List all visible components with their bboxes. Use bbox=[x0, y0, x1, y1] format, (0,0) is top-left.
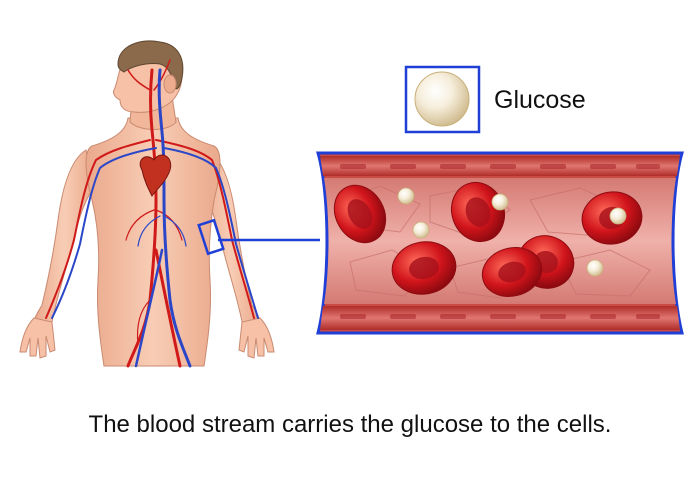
forearm-highlight-box bbox=[197, 218, 225, 256]
blood-vessel-cross-section bbox=[316, 151, 684, 335]
left-arm bbox=[33, 149, 95, 323]
glucose-particle bbox=[397, 187, 415, 205]
red-blood-cell bbox=[333, 184, 387, 244]
torso bbox=[85, 117, 221, 367]
legend bbox=[404, 65, 481, 134]
glucose-particle bbox=[609, 207, 627, 225]
glucose-particles bbox=[397, 187, 627, 277]
glucose-particle bbox=[586, 259, 604, 277]
human-figure bbox=[19, 40, 275, 368]
right-hand bbox=[238, 317, 275, 359]
red-blood-cell bbox=[451, 181, 505, 243]
red-blood-cell bbox=[391, 241, 457, 295]
red-blood-cell bbox=[481, 247, 543, 297]
heart bbox=[139, 154, 172, 197]
glucose-particle bbox=[491, 193, 509, 211]
glucose-particle bbox=[412, 221, 430, 239]
diagram-caption: The blood stream carries the glucose to … bbox=[88, 411, 612, 438]
veins bbox=[51, 68, 259, 368]
vessel-wall-texture bbox=[340, 164, 660, 319]
glucose-particle-icon bbox=[414, 71, 470, 127]
ear bbox=[163, 74, 177, 94]
left-hand bbox=[19, 317, 56, 359]
legend-label: Glucose bbox=[494, 86, 586, 114]
